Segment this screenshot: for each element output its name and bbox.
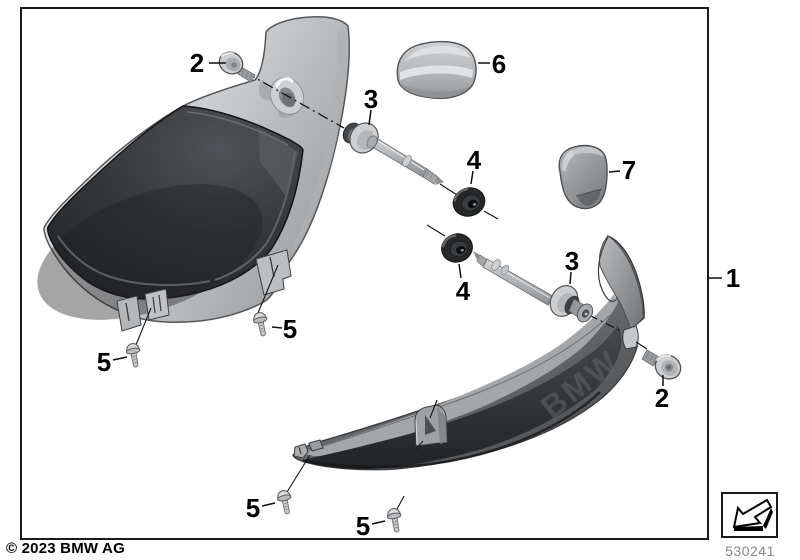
callout-7[interactable]: 7 <box>621 155 637 185</box>
change-arrow-icon <box>732 498 773 531</box>
callout-connectors <box>112 62 722 525</box>
callout-3[interactable]: 3 <box>363 84 379 114</box>
callout-5[interactable]: 5 <box>245 493 261 523</box>
button-screw-upper <box>218 51 256 83</box>
spoiler-horn <box>599 235 644 331</box>
callout-4[interactable]: 4 <box>455 276 471 306</box>
copyright-text: © 2023 BMW AG <box>6 540 125 557</box>
windscreen-edge-shading <box>290 30 347 252</box>
cover-cap-small <box>558 144 608 210</box>
callout-2[interactable]: 2 <box>189 48 205 78</box>
callout-6[interactable]: 6 <box>491 49 507 79</box>
callout-5[interactable]: 5 <box>96 347 112 377</box>
grommet-lower <box>441 233 473 263</box>
callout-3[interactable]: 3 <box>564 246 580 276</box>
windscreen-reflection <box>258 128 298 197</box>
shoulder-screw-lower <box>473 251 594 323</box>
spoiler-left-tabs <box>293 439 324 459</box>
pan-screw-2 <box>253 312 268 337</box>
callout-5[interactable]: 5 <box>355 511 371 541</box>
grommet-upper <box>452 187 486 217</box>
spoiler-center-tab <box>414 404 448 447</box>
windscreen <box>37 16 350 332</box>
spoiler-mounting-notch <box>622 325 639 350</box>
callout-2[interactable]: 2 <box>654 383 670 413</box>
diagram-number: 530241 <box>725 543 775 559</box>
shoulder-screw-upper <box>342 122 444 185</box>
spoiler-front-face <box>302 325 622 470</box>
stamp-box <box>721 492 778 538</box>
pan-screw-3 <box>277 490 292 515</box>
windscreen-tabs <box>116 249 292 332</box>
callout-4[interactable]: 4 <box>466 145 482 175</box>
lower-spoiler: BMW <box>292 234 645 471</box>
button-screw-lower <box>641 349 682 380</box>
pan-screw-4 <box>386 508 402 533</box>
callout-5[interactable]: 5 <box>282 314 298 344</box>
callout-1[interactable]: 1 <box>725 263 741 293</box>
cover-cap-large <box>396 40 477 100</box>
leader-lines <box>135 71 648 512</box>
pan-screw-1 <box>125 343 141 368</box>
